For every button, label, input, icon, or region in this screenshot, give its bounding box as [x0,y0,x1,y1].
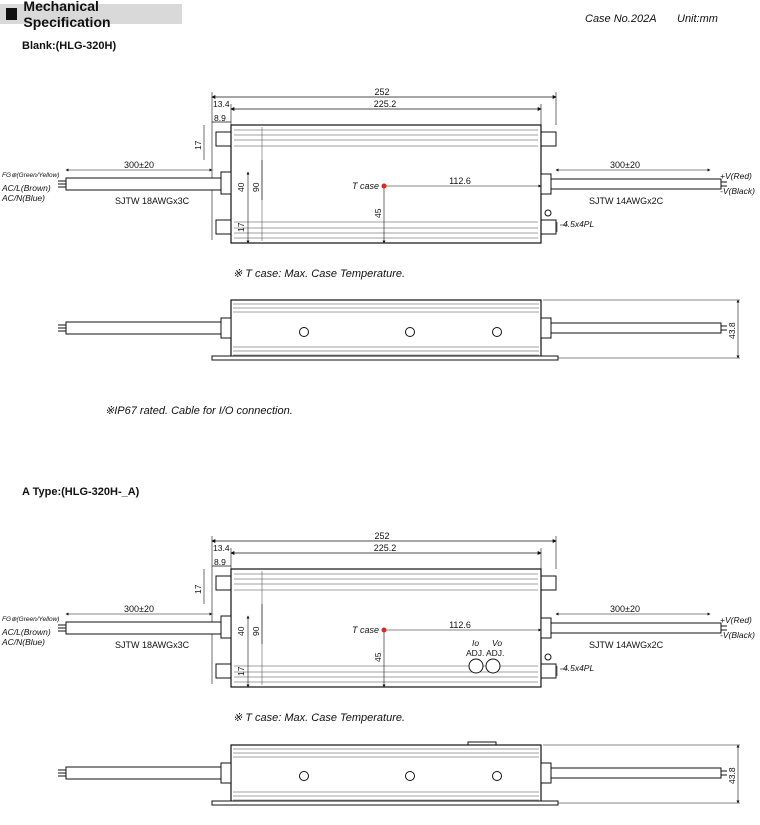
dim-45-a: 45 [373,652,383,662]
tcase-label-a: T case [352,625,379,635]
vminus-label-blank: -V(Black) [720,186,755,196]
tcase-label-blank: T case [352,181,379,191]
dim-ear-a: 13.4 [213,543,230,553]
fg-label-blank: FG⊕(Green/Yellow) [2,172,59,179]
dim-17a-a: 17 [193,584,203,594]
acn-label-blank: AC/N(Blue) [1,193,45,203]
tcase-note-a-type: ※ T case: Max. Case Temperature. [233,712,406,724]
vminus-label-a: -V(Black) [720,630,755,640]
vplus-label-blank: +V(Red) [720,171,752,181]
dim-overall-a: 252 [374,531,389,541]
dim-ear2-blank: 8.9 [214,113,226,123]
dim-112-a: 112.6 [449,620,471,630]
out-cable-blank: SJTW 14AWGx2C [589,196,664,206]
vo-adj-label: ADJ. [486,648,504,658]
dim-17b-a: 17 [236,666,246,676]
blank-section-title: Blank:(HLG-320H) [22,40,117,52]
dim-90-a: 90 [251,626,261,636]
ip67-note: ※IP67 rated. Cable for I/O connection. [105,405,293,417]
dim-17b-blank: 17 [236,222,246,232]
height-label-a: 43.8 [727,767,737,784]
acl-label-blank: AC/L(Brown) [1,183,51,193]
cable-len-out-a: 300±20 [610,604,640,614]
io-adj-label: ADJ. [466,648,484,658]
vplus-label-a: +V(Red) [720,615,752,625]
acn-label-a: AC/N(Blue) [1,637,45,647]
dim-overall-blank: 252 [374,87,389,97]
dim-112-blank: 112.6 [449,176,471,186]
dim-17a-blank: 17 [193,140,203,150]
cable-len-in-blank: 300±20 [124,160,154,170]
case-number: Case No.202A [585,13,657,25]
a-type-section-title: A Type:(HLG-320H-_A) [22,486,140,498]
io-label: Io [472,638,479,648]
page-title: Mechanical Specification [23,0,111,30]
hole-label-a: 4.5x4PL [563,663,594,673]
section-header: Mechanical Specification [0,0,182,30]
cable-len-out-blank: 300±20 [610,160,640,170]
side-view-blank [58,299,740,361]
hole-label-blank: 4.5x4PL [563,219,594,229]
unit-label: Unit:mm [677,13,718,25]
out-cable-a: SJTW 14AWGx2C [589,640,664,650]
vo-label: Vo [492,638,502,648]
vo-adj-knob-icon [485,658,501,674]
dim-body-a: 225.2 [374,543,397,553]
height-label-blank: 43.8 [727,322,737,339]
top-view-blank [58,92,727,244]
dim-90-blank: 90 [251,182,261,192]
side-view-a-type [58,741,740,806]
top-view-a-type [58,536,727,688]
in-cable-blank: SJTW 18AWGx3C [115,196,190,206]
in-cable-a: SJTW 18AWGx3C [115,640,190,650]
tcase-note-blank: ※ T case: Max. Case Temperature. [233,268,406,280]
dim-40-a: 40 [236,626,246,636]
dim-ear2-a: 8.9 [214,557,226,567]
dim-ear-blank: 13.4 [213,99,230,109]
acl-label-a: AC/L(Brown) [1,627,51,637]
cable-len-in-a: 300±20 [124,604,154,614]
dim-body-blank: 225.2 [374,99,397,109]
dim-45-blank: 45 [373,208,383,218]
dim-40-blank: 40 [236,182,246,192]
io-adj-knob-icon [468,658,484,674]
fg-label-a: FG⊕(Green/Yellow) [2,616,59,623]
square-bullet-icon [6,8,18,20]
